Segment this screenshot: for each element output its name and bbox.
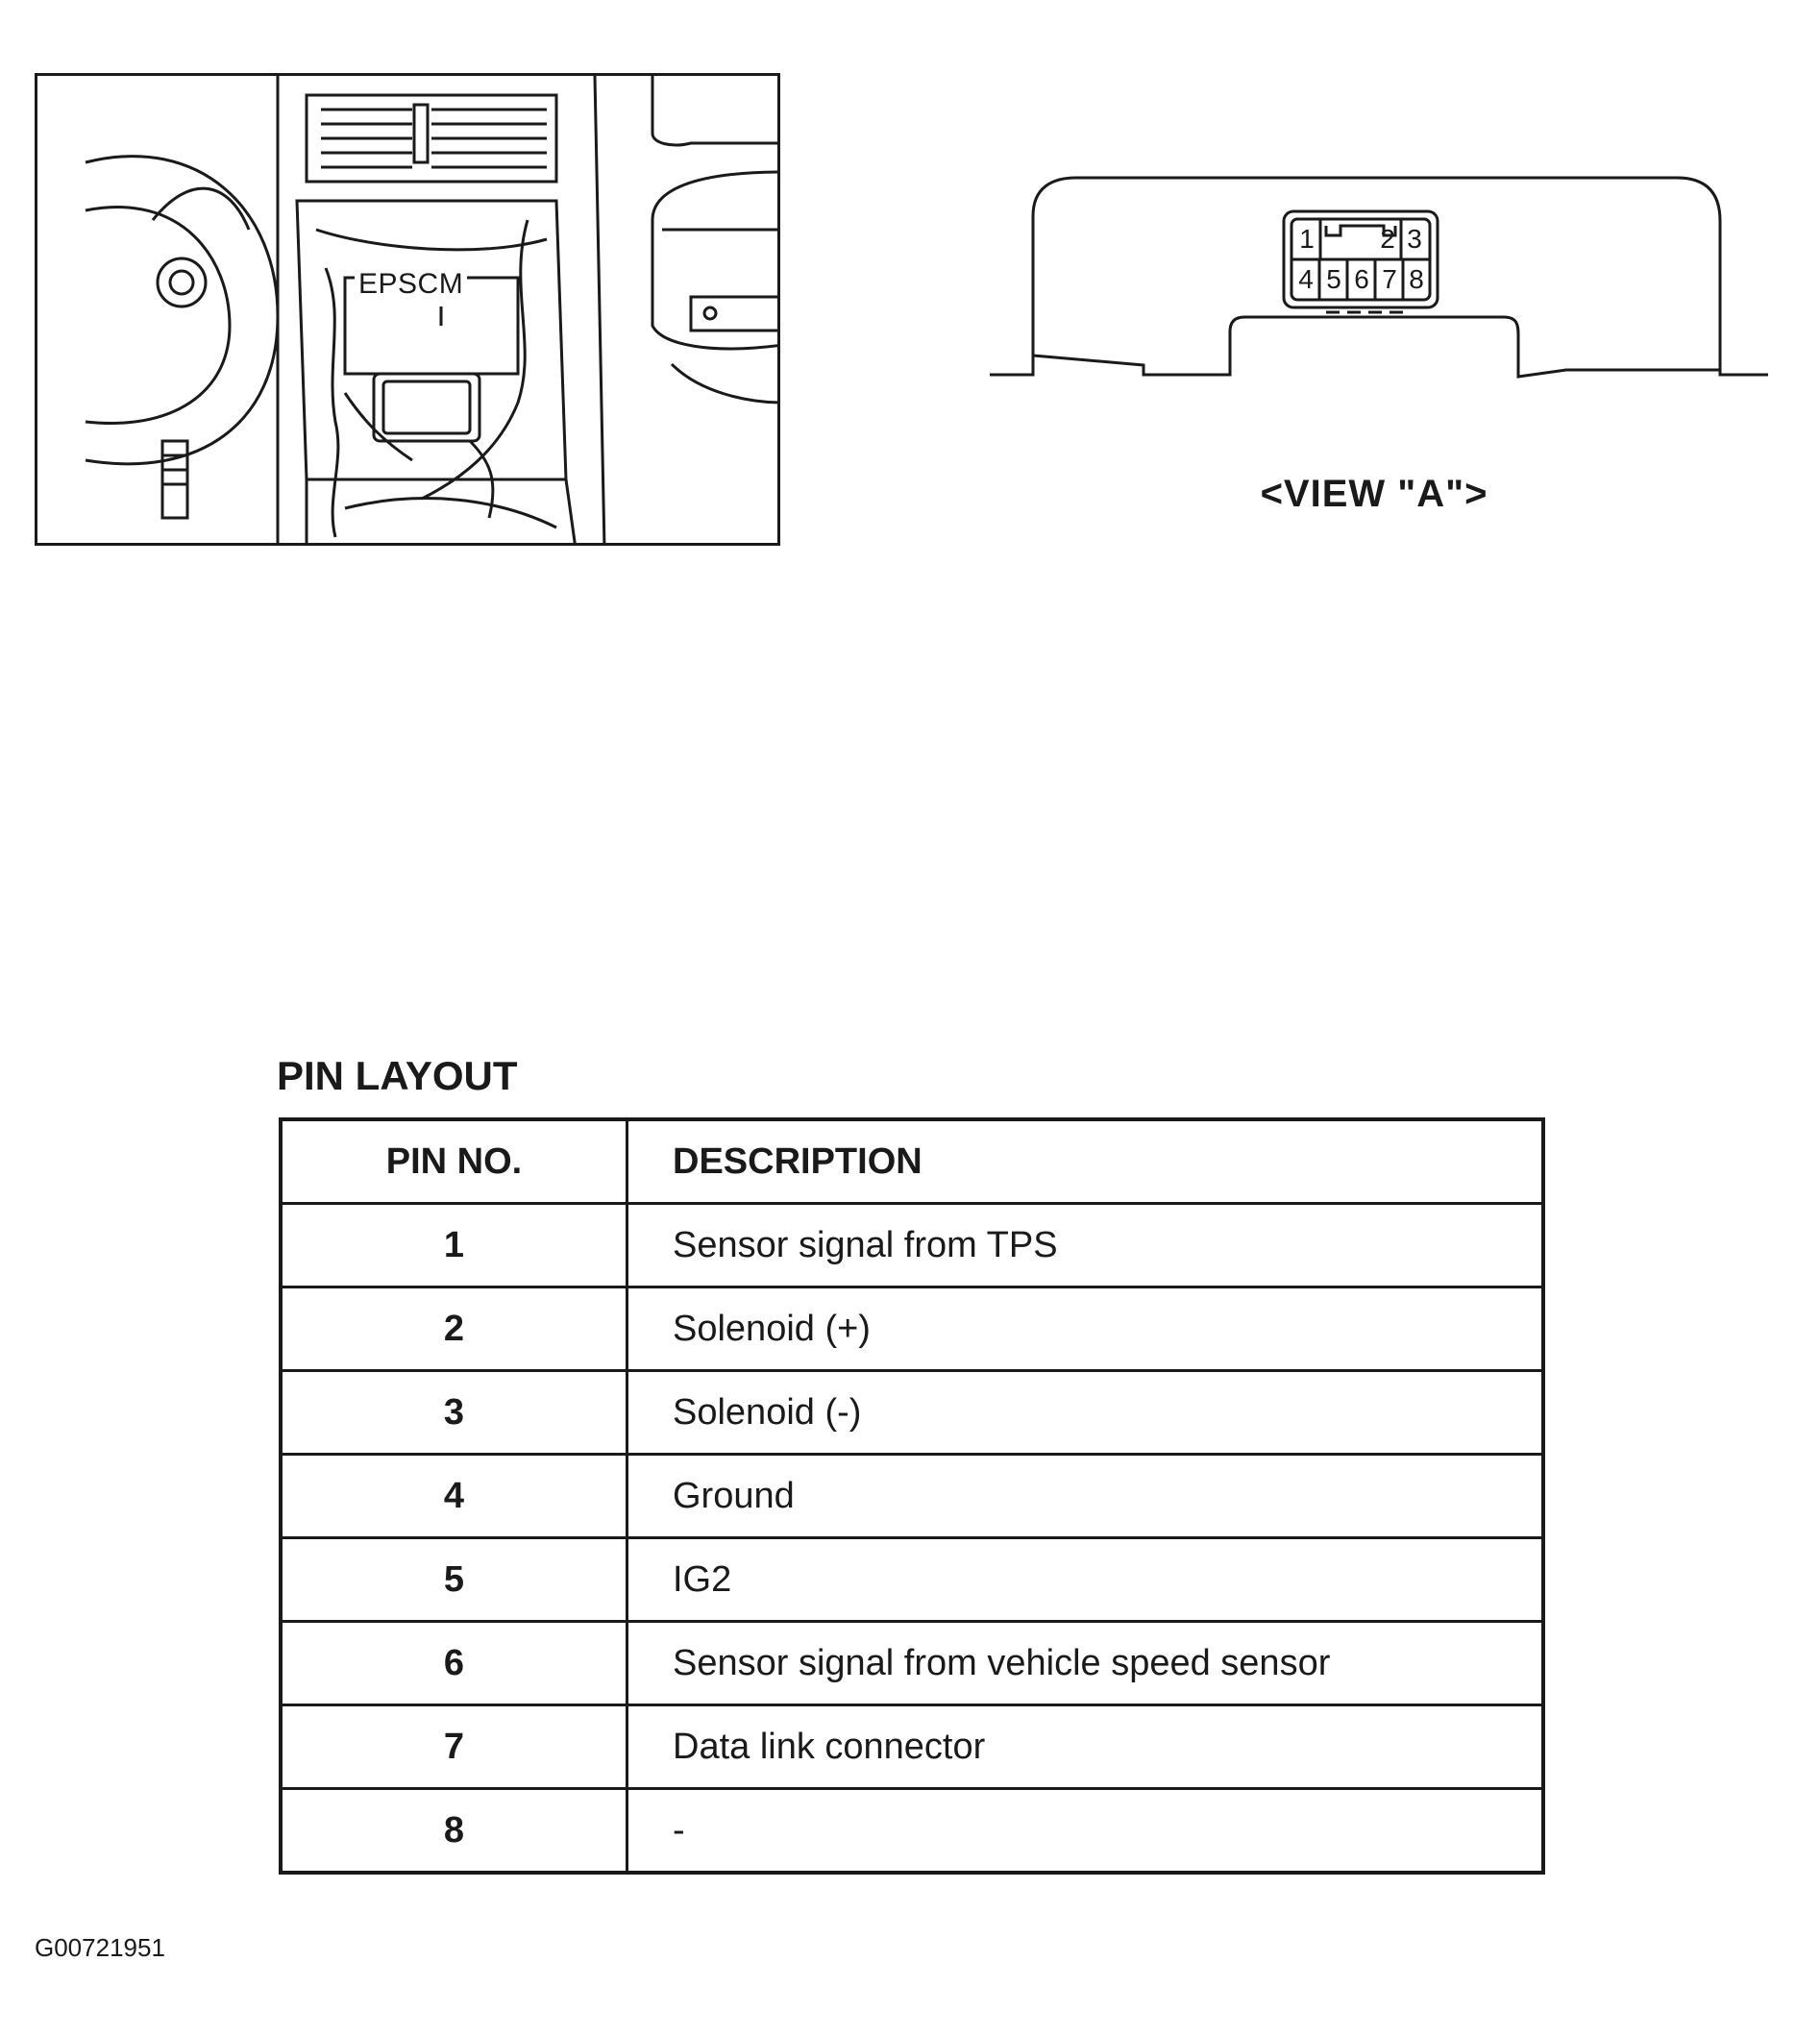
header-description: DESCRIPTION (626, 1117, 1545, 1205)
connector-pin-1: 1 (1299, 224, 1315, 254)
dashboard-illustration: EPSCM (35, 73, 780, 546)
pin-number: 3 (279, 1369, 628, 1456)
pin-number: 6 (279, 1620, 628, 1706)
pin-description: Data link connector (626, 1704, 1545, 1790)
pin-number: 5 (279, 1536, 628, 1623)
table-row: 1 Sensor signal from TPS (279, 1202, 1545, 1288)
pin-description: Sensor signal from TPS (626, 1202, 1545, 1288)
pin-description: Solenoid (+) (626, 1286, 1545, 1372)
pin-layout-table: PIN NO. DESCRIPTION 1 Sensor signal from… (279, 1117, 1545, 1875)
pin-number: 8 (279, 1787, 628, 1875)
table-row: 8 - (279, 1787, 1545, 1875)
connector-pin-3: 3 (1407, 224, 1422, 254)
pin-number: 1 (279, 1202, 628, 1288)
pin-number: 7 (279, 1704, 628, 1790)
pin-number: 2 (279, 1286, 628, 1372)
table-row: 4 Ground (279, 1453, 1545, 1539)
table-header-row: PIN NO. DESCRIPTION (279, 1117, 1545, 1205)
table-row: 7 Data link connector (279, 1704, 1545, 1790)
pin-description: Ground (626, 1453, 1545, 1539)
pin-description: - (626, 1787, 1545, 1875)
pin-number: 4 (279, 1453, 628, 1539)
table-row: 3 Solenoid (-) (279, 1369, 1545, 1456)
connector-pin-6: 6 (1354, 264, 1369, 294)
epscm-label: EPSCM (355, 268, 468, 301)
view-a-caption: <VIEW "A"> (1260, 473, 1488, 515)
connector-housing (990, 176, 1768, 379)
pin-description: IG2 (626, 1536, 1545, 1623)
pin-description: Solenoid (-) (626, 1369, 1545, 1456)
table-row: 2 Solenoid (+) (279, 1286, 1545, 1372)
table-row: 5 IG2 (279, 1536, 1545, 1623)
pin-description: Sensor signal from vehicle speed sensor (626, 1620, 1545, 1706)
pin-layout-title: PIN LAYOUT (277, 1053, 518, 1098)
connector-pin-2: 2 (1380, 224, 1395, 254)
connector-pin-5: 5 (1326, 264, 1341, 294)
table-row: 6 Sensor signal from vehicle speed senso… (279, 1620, 1545, 1706)
connector-pin-4: 4 (1298, 264, 1314, 294)
view-a-drawing: 1 2 3 4 5 6 7 8 (980, 163, 1787, 413)
dashboard-drawing (85, 76, 777, 543)
connector-pin-8: 8 (1409, 264, 1424, 294)
connector-pin-7: 7 (1382, 264, 1397, 294)
figure-id: G00721951 (35, 1933, 165, 1962)
header-pin-no: PIN NO. (279, 1117, 628, 1205)
